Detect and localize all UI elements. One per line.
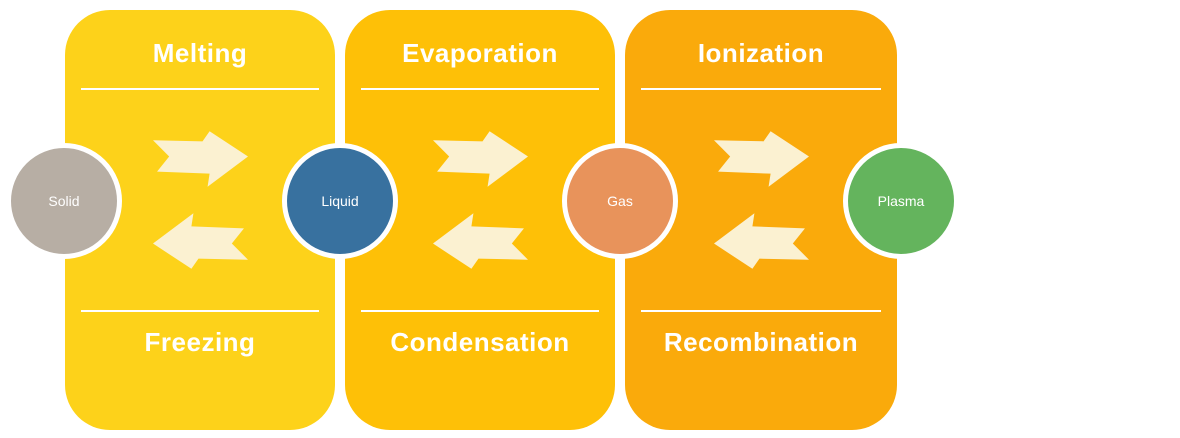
forward-process-label: Evaporation: [402, 38, 558, 68]
state-label: Gas: [607, 193, 633, 209]
top-divider-line: [81, 88, 319, 90]
state-label: Plasma: [877, 193, 925, 209]
state-circle-solid: Solid: [6, 143, 122, 259]
state-circle-liquid: Liquid: [282, 143, 398, 259]
reverse-arrow-icon: [714, 213, 809, 269]
state-label: Liquid: [321, 193, 359, 209]
forward-arrow-icon: [433, 131, 528, 187]
reverse-process-label: Recombination: [663, 327, 859, 357]
forward-process-label: Melting: [152, 38, 248, 68]
bottom-divider-line: [361, 310, 599, 312]
state-circle-plasma: Plasma: [843, 143, 959, 259]
reverse-process-label: Freezing: [144, 327, 256, 357]
top-divider-line: [361, 88, 599, 90]
forward-arrow-icon: [714, 131, 809, 187]
reverse-arrow-icon: [153, 213, 248, 269]
bottom-divider-line: [81, 310, 319, 312]
top-divider-line: [641, 88, 881, 90]
state-label: Solid: [48, 193, 80, 209]
state-circle-gas: Gas: [562, 143, 678, 259]
bottom-divider-line: [641, 310, 881, 312]
forward-arrow-icon: [153, 131, 248, 187]
reverse-arrow-icon: [433, 213, 528, 269]
reverse-process-label: Condensation: [390, 327, 570, 357]
forward-process-label: Ionization: [697, 38, 825, 68]
